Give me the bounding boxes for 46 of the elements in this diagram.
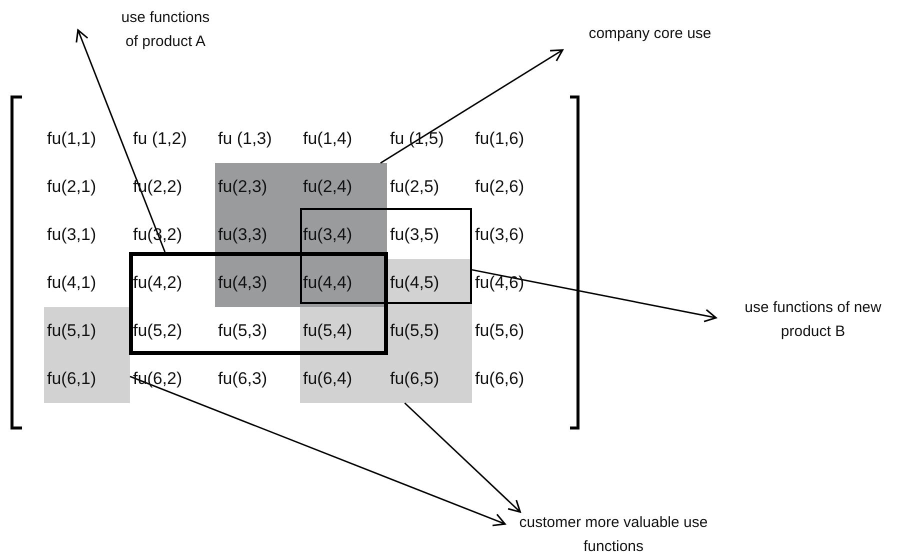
matrix-entry: fu(4,4) (303, 273, 352, 293)
shaded-region (44, 307, 130, 403)
callout-text: customer more valuable use functions (518, 513, 708, 557)
matrix-entry: fu(3,6) (475, 225, 524, 245)
matrix-entry: fu(6,6) (475, 369, 524, 389)
callout-text: use functions of new product B (744, 298, 882, 342)
matrix-entry: fu(4,6) (475, 273, 524, 293)
matrix-entry: fu(5,5) (390, 321, 440, 341)
callout-text: use functions of product A (120, 8, 211, 52)
matrix-entry: fu (1,3) (218, 129, 272, 149)
shaded-region (215, 163, 387, 307)
matrix-entry: fu(3,4) (303, 225, 352, 245)
matrix-entry: fu(1,4) (303, 129, 352, 149)
matrix-entry: fu(1,6) (475, 129, 524, 149)
matrix-entry: fu(5,6) (475, 321, 524, 341)
matrix-entry: fu(2,6) (475, 177, 524, 197)
matrix-entry: fu(6,1) (47, 369, 96, 389)
arrow (404, 402, 521, 513)
matrix-entry: fu (1,2) (133, 129, 187, 149)
arrow (130, 376, 506, 526)
callout-text: company core use (588, 24, 712, 44)
matrix-entry: fu(2,1) (47, 177, 96, 197)
arrow (76, 29, 166, 252)
arrow (380, 49, 564, 164)
matrix-entry: fu(2,5) (390, 177, 440, 197)
matrix-entry: fu(6,3) (218, 369, 268, 389)
matrix-entry: fu(6,4) (303, 369, 352, 389)
matrix-entry: fu(6,5) (390, 369, 440, 389)
matrix-entry: fu(2,4) (303, 177, 352, 197)
matrix-entry: fu(4,1) (47, 273, 96, 293)
matrix-entry: fu(6,2) (133, 369, 182, 389)
matrix-entry: fu(2,3) (218, 177, 268, 197)
matrix-entry: fu(5,4) (303, 321, 352, 341)
matrix-entry: fu(5,1) (47, 321, 96, 341)
outline-frame (129, 252, 388, 355)
matrix-entry: fu(3,3) (218, 225, 268, 245)
matrix-entry: fu(4,5) (390, 273, 440, 293)
matrix-entry: fu(5,2) (133, 321, 182, 341)
matrix-entry: fu(3,1) (47, 225, 96, 245)
matrix-entry: fu(4,2) (133, 273, 182, 293)
matrix-entry: fu(4,3) (218, 273, 268, 293)
matrix-entry: fu(3,5) (390, 225, 440, 245)
matrix-entry: fu(5,3) (218, 321, 268, 341)
outline-frame (300, 208, 472, 304)
arrow (472, 269, 717, 322)
matrix-entry: fu(1,1) (47, 129, 96, 149)
